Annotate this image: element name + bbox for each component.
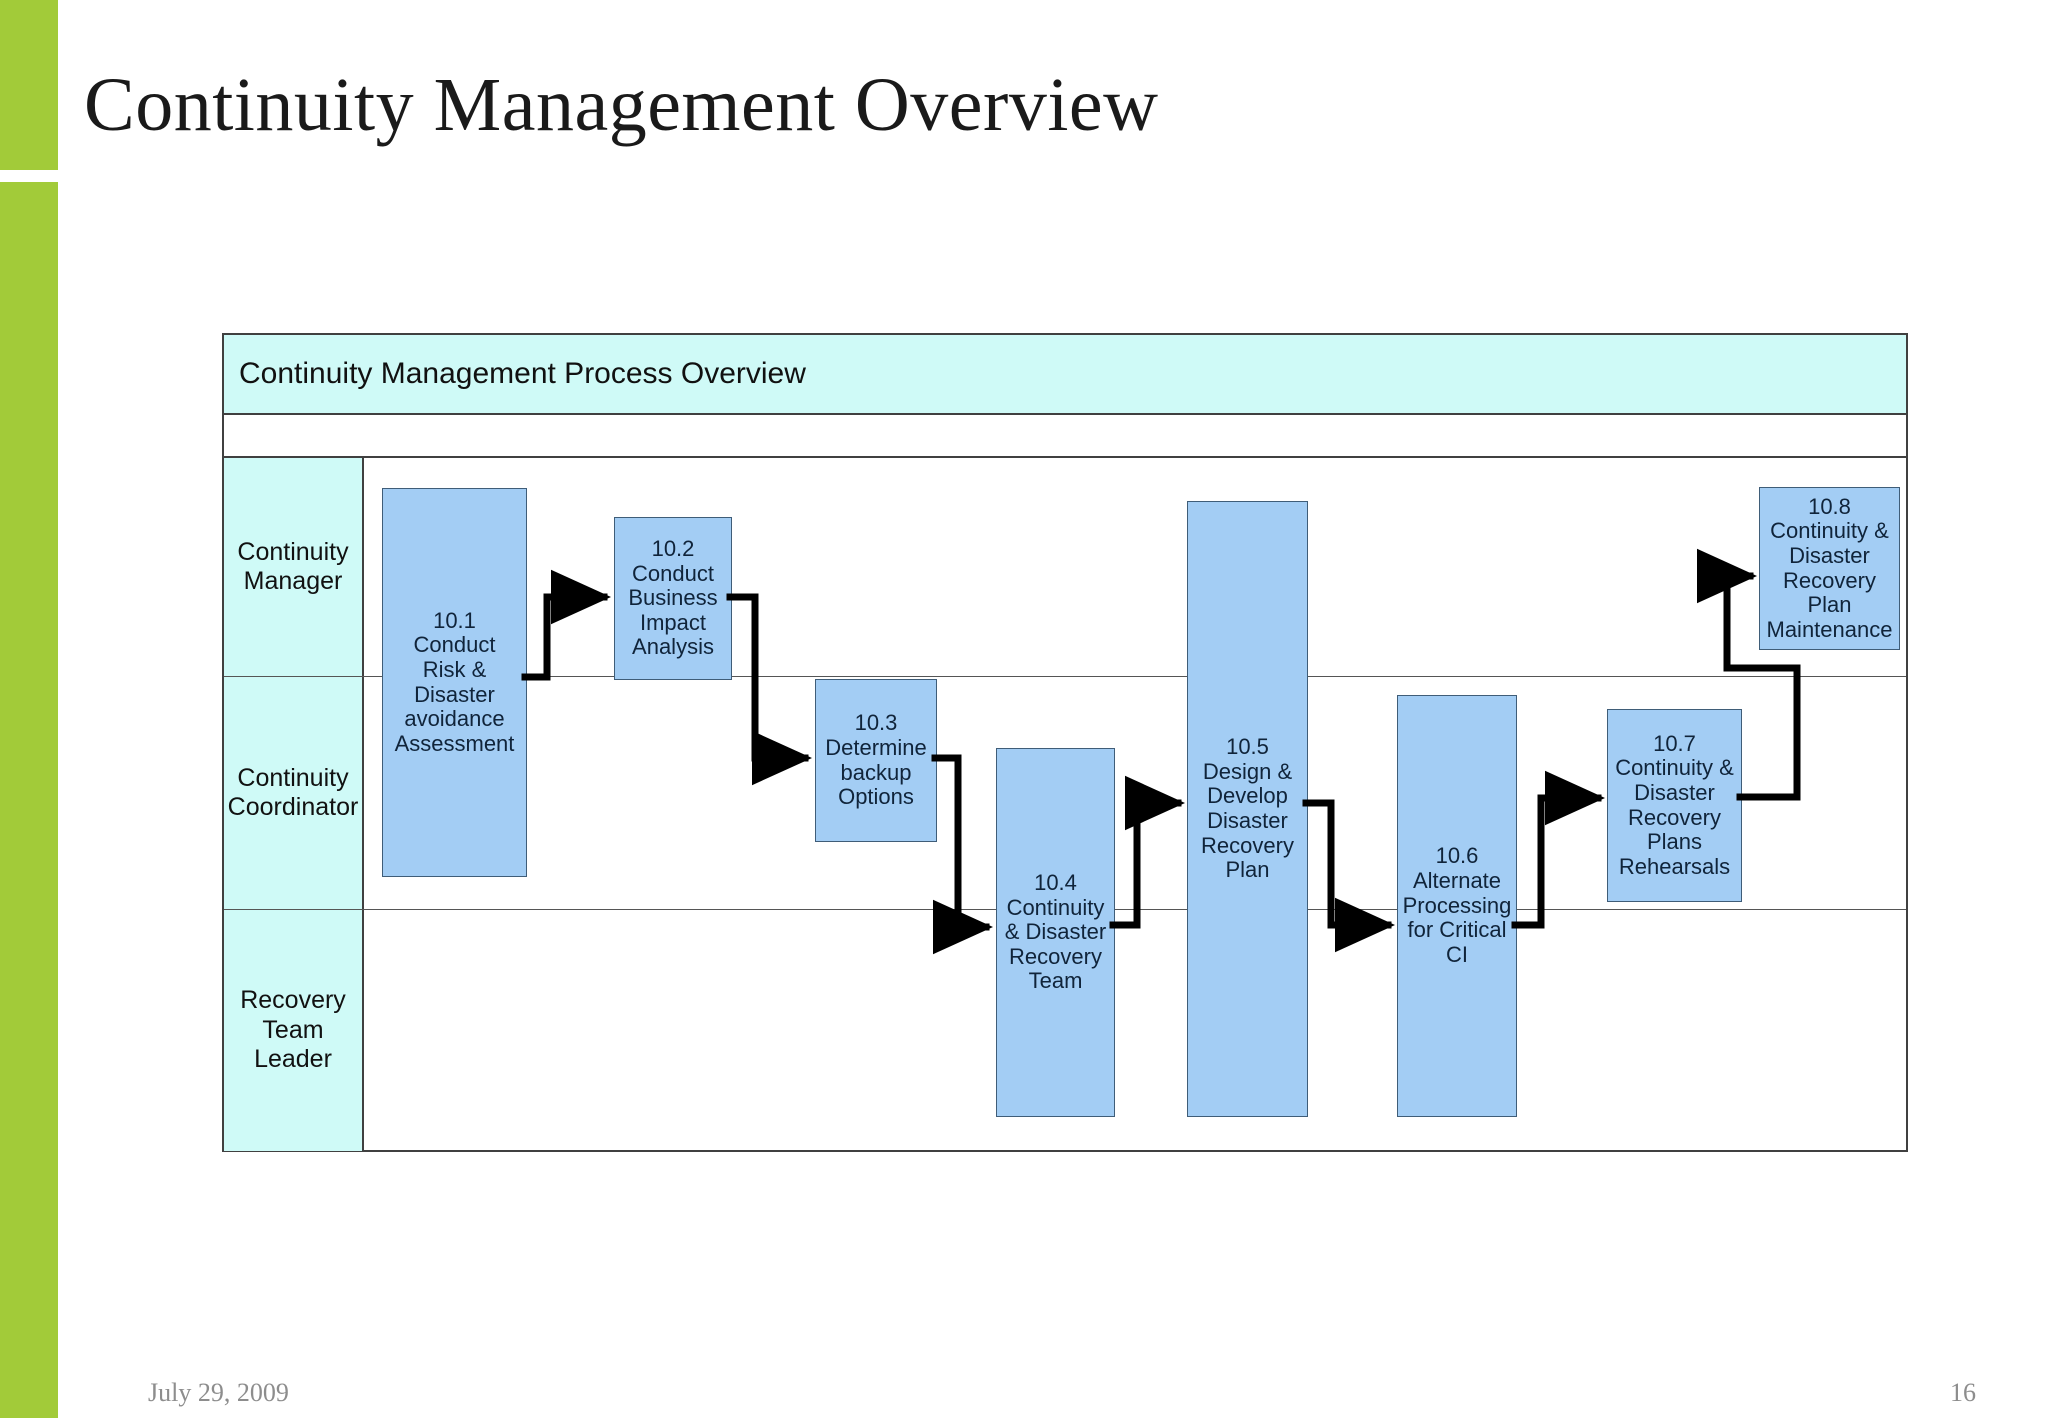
swimlane-recovery-team-leader: Recovery Team Leader [224,910,1906,1151]
process-box-10-3[interactable]: 10.3 Determine backup Options [815,679,937,842]
process-box-10-5[interactable]: 10.5 Design & Develop Disaster Recovery … [1187,501,1308,1117]
page-title: Continuity Management Overview [84,63,1159,147]
process-box-10-6[interactable]: 10.6 Alternate Processing for Critical C… [1397,695,1517,1117]
swimlane-label-recovery-team-leader: Recovery Team Leader [224,910,364,1151]
accent-bar-bottom [0,182,58,1418]
swimlane-container: Continuity Manager Continuity Coordinato… [224,458,1906,1151]
process-box-10-2[interactable]: 10.2 Conduct Business Impact Analysis [614,517,732,680]
process-box-10-4[interactable]: 10.4 Continuity & Disaster Recovery Team [996,748,1115,1117]
process-box-10-7[interactable]: 10.7 Continuity & Disaster Recovery Plan… [1607,709,1742,902]
diagram-banner-title: Continuity Management Process Overview [239,357,806,390]
footer-date: July 29, 2009 [148,1378,289,1407]
process-diagram: Continuity Management Process Overview C… [222,333,1908,1152]
swimlane-label-continuity-coordinator: Continuity Coordinator [224,677,364,909]
process-box-10-1[interactable]: 10.1 Conduct Risk & Disaster avoidance A… [382,488,527,877]
diagram-spacer-row [224,415,1906,458]
process-box-10-8[interactable]: 10.8 Continuity & Disaster Recovery Plan… [1759,487,1900,650]
accent-bar-top [0,0,58,170]
swimlane-continuity-manager: Continuity Manager [224,458,1906,677]
swimlane-label-continuity-manager: Continuity Manager [224,458,364,676]
footer-page-number: 16 [1950,1378,1976,1407]
diagram-banner: Continuity Management Process Overview [224,335,1906,415]
